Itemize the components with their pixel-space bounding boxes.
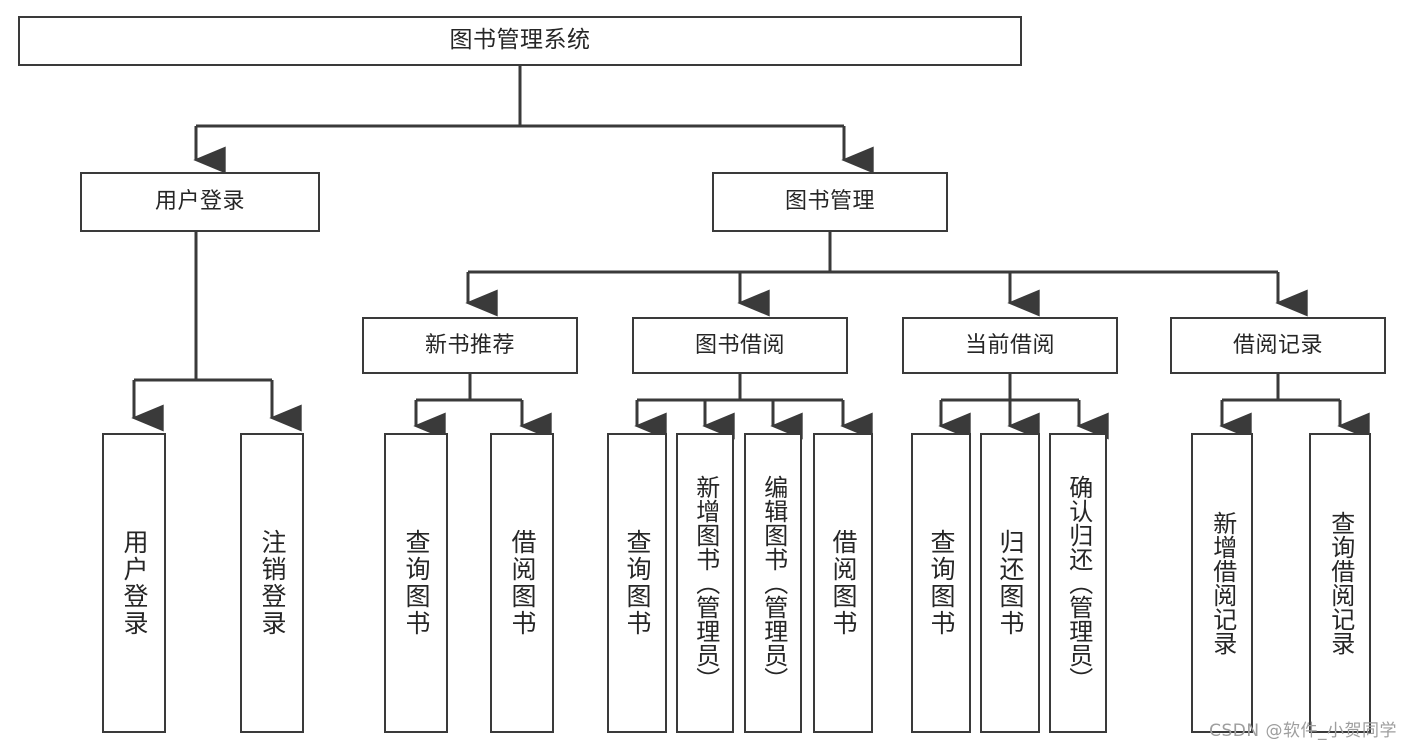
- leaf-query-book-1-label: 查询图书: [402, 529, 431, 637]
- leaf-edit-book-label: 编辑图书（管理员）: [759, 475, 788, 691]
- leaf-logout-login[interactable]: 注销登录: [240, 433, 304, 733]
- node-borrow-record-label: 借阅记录: [1232, 332, 1323, 358]
- node-new-book-recommend-label: 新书推荐: [424, 332, 515, 358]
- leaf-add-record-label: 新增借阅记录: [1208, 511, 1237, 655]
- leaf-add-record[interactable]: 新增借阅记录: [1191, 433, 1253, 733]
- leaf-confirm-return[interactable]: 确认归还（管理员）: [1049, 433, 1107, 733]
- leaf-query-book-3-label: 查询图书: [927, 529, 956, 637]
- leaf-edit-book[interactable]: 编辑图书（管理员）: [744, 433, 802, 733]
- leaf-query-book-2-label: 查询图书: [623, 529, 652, 637]
- leaf-query-book-1[interactable]: 查询图书: [384, 433, 448, 733]
- node-book-borrow-label: 图书借阅: [694, 332, 785, 358]
- node-root-label: 图书管理系统: [449, 27, 591, 54]
- leaf-query-record-label: 查询借阅记录: [1326, 511, 1355, 655]
- leaf-borrow-book-2-label: 借阅图书: [829, 529, 858, 637]
- leaf-confirm-return-label: 确认归还（管理员）: [1064, 475, 1093, 691]
- leaf-query-book-2[interactable]: 查询图书: [607, 433, 667, 733]
- node-current-borrow-label: 当前借阅: [964, 332, 1055, 358]
- leaf-borrow-book-1-label: 借阅图书: [508, 529, 537, 637]
- node-book-manage[interactable]: 图书管理: [712, 172, 948, 232]
- node-borrow-record[interactable]: 借阅记录: [1170, 317, 1386, 374]
- leaf-query-book-3[interactable]: 查询图书: [911, 433, 971, 733]
- leaf-query-record[interactable]: 查询借阅记录: [1309, 433, 1371, 733]
- node-current-borrow[interactable]: 当前借阅: [902, 317, 1118, 374]
- node-user-login-label: 用户登录: [154, 189, 245, 215]
- leaf-return-book[interactable]: 归还图书: [980, 433, 1040, 733]
- leaf-user-login-label: 用户登录: [120, 529, 149, 637]
- node-book-manage-label: 图书管理: [784, 189, 875, 215]
- leaf-add-book[interactable]: 新增图书（管理员）: [676, 433, 734, 733]
- node-book-borrow[interactable]: 图书借阅: [632, 317, 848, 374]
- node-user-login[interactable]: 用户登录: [80, 172, 320, 232]
- leaf-borrow-book-2[interactable]: 借阅图书: [813, 433, 873, 733]
- leaf-add-book-label: 新增图书（管理员）: [691, 475, 720, 691]
- node-root[interactable]: 图书管理系统: [18, 16, 1022, 66]
- leaf-user-login[interactable]: 用户登录: [102, 433, 166, 733]
- leaf-borrow-book-1[interactable]: 借阅图书: [490, 433, 554, 733]
- node-new-book-recommend[interactable]: 新书推荐: [362, 317, 578, 374]
- leaf-logout-login-label: 注销登录: [258, 529, 287, 637]
- csdn-watermark: CSDN @软件_小贺同学: [1209, 721, 1397, 741]
- leaf-return-book-label: 归还图书: [996, 529, 1025, 637]
